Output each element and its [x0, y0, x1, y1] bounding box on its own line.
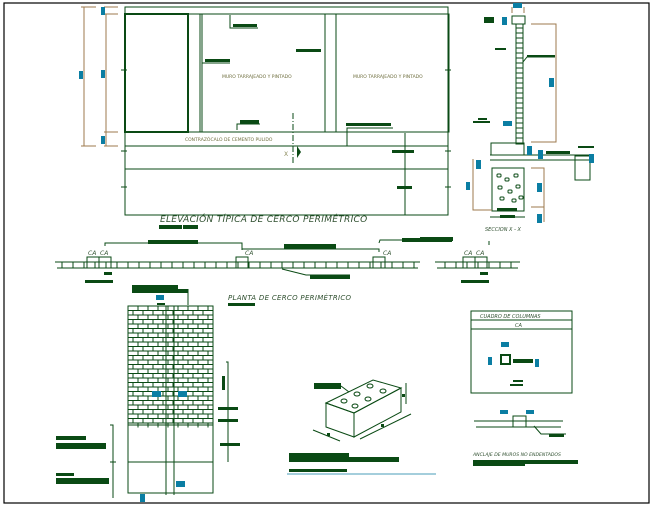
plan-title: PLANTA DE CERCO PERIMÉTRICO [228, 293, 352, 302]
column-ca [235, 256, 249, 269]
anchor-title: ANCLAJE DE MUROS NO ENDENTADOS [472, 452, 561, 458]
section-mark: X [284, 151, 288, 158]
anchor-detail: ANCLAJE DE MUROS NO ENDENTADOS [472, 410, 578, 466]
dim-tag [101, 7, 105, 15]
section-title: SECCION X - X [485, 227, 521, 233]
dim-tag [535, 359, 539, 367]
dim-tag [527, 146, 532, 155]
dim-tag [537, 214, 542, 223]
dim-tag [549, 78, 554, 87]
column-schedule: CUADRO DE COLUMNAS CA [470, 310, 573, 394]
elevation-title: ELEVACIÓN TÍPICA DE CERCO PERIMÉTRICO [160, 213, 368, 225]
dim-tag [538, 150, 543, 159]
column-schedule-title: CUADRO DE COLUMNAS [480, 314, 541, 320]
column-ca [474, 256, 488, 269]
column-tag: CA [88, 250, 96, 257]
stone-hatch [518, 195, 524, 200]
dim-tag [79, 71, 83, 79]
dim-tag [176, 481, 185, 487]
dim-tag [502, 17, 507, 25]
wall-detail [56, 285, 240, 502]
dim-tag [500, 410, 508, 414]
stone-hatch [511, 198, 517, 203]
dim-tag [178, 391, 187, 397]
base-label: CONTRAZÓCALO DE CEMENTO PULIDO [185, 136, 273, 143]
section-view: SECCION X - X [466, 3, 594, 233]
elevation-dimensions [79, 6, 118, 147]
stone-hatch [513, 173, 519, 178]
dim-tag [466, 182, 470, 190]
column-tag: CA [383, 250, 391, 257]
stone-hatch [515, 184, 521, 189]
dim-tag [101, 70, 105, 78]
sheet-border [3, 2, 650, 504]
dim-tag [501, 342, 509, 347]
plan-view: CA CA CA CA CA CA PLANTA DE CERCO PERIMÉ… [55, 237, 520, 306]
stone-hatch [496, 173, 502, 178]
column-tag: CA [476, 250, 484, 257]
dim-tag [537, 183, 542, 192]
stone-hatch [499, 196, 505, 201]
stone-hatch [504, 177, 510, 182]
column-tag: CA [100, 250, 108, 257]
dim-tag [152, 391, 161, 397]
dim-tag [488, 357, 492, 365]
stone-hatch [507, 189, 513, 194]
column-tag: CA [245, 250, 253, 257]
dim-tag [513, 3, 522, 8]
panel-label: MURO TARRAJEADO Y PINTADO [222, 74, 292, 80]
dim-tag [589, 154, 594, 163]
dim-tag [526, 410, 534, 414]
elevation-view: MURO TARRAJEADO Y PINTADO MURO TARRAJEAD… [79, 6, 451, 229]
column-tag: CA [464, 250, 472, 257]
column-ca [98, 256, 112, 269]
column-schedule-header: CA [515, 323, 522, 329]
dim-tag [476, 160, 481, 169]
dim-tag [101, 136, 105, 144]
dim-tag [156, 295, 164, 300]
dim-tag [503, 121, 512, 126]
panel-label: MURO TARRAJEADO Y PINTADO [353, 74, 423, 80]
brick-isometric [287, 379, 436, 475]
column-ca [372, 256, 386, 269]
stone-hatch [497, 185, 503, 190]
dim-tag [140, 494, 145, 502]
